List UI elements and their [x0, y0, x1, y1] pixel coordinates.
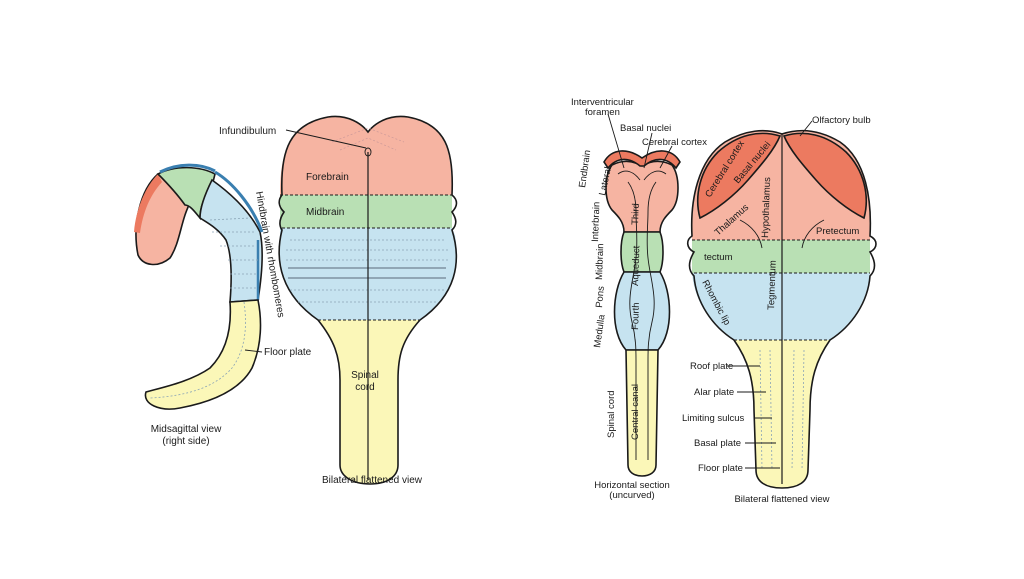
label-fourth: Fourth: [630, 302, 642, 330]
label-limiting-sulcus: Limiting sulcus: [682, 413, 745, 424]
label-right-side: (right side): [162, 436, 209, 447]
label-roof-plate: Roof plate: [690, 361, 733, 372]
label-interbrain: Interbrain: [590, 202, 602, 243]
label-bilateral-right: Bilateral flattened view: [734, 494, 829, 505]
left-midbrain: [280, 195, 452, 228]
label-midbrain-left: Midbrain: [306, 207, 344, 218]
label-central-canal: Central canal: [630, 384, 641, 440]
label-floor-plate-right: Floor plate: [698, 463, 743, 474]
label-endbrain: Endbrain: [577, 149, 593, 188]
label-tegmentum: Tegmentum: [766, 260, 779, 310]
midsagittal-hindbrain: [199, 178, 263, 303]
label-bilateral-left: Bilateral flattened view: [322, 475, 423, 486]
label-alar-plate: Alar plate: [694, 387, 734, 398]
hs-spinal: [625, 349, 659, 477]
label-uncurved: (uncurved): [609, 490, 654, 501]
label-cord: cord: [355, 382, 374, 393]
rb-midbrain: [692, 240, 870, 273]
hs-forebrain: [605, 160, 679, 233]
label-forebrain: Forebrain: [306, 172, 349, 183]
label-horizontal-section: Horizontal section: [594, 480, 670, 491]
label-basal-plate: Basal plate: [694, 438, 741, 449]
label-pretectum: Pretectum: [816, 226, 859, 237]
horizontal-section: Interventricular foramen Basal nuclei Ce…: [571, 97, 707, 501]
label-interventricular: Interventricular: [571, 97, 634, 108]
label-midsagittal-view: Midsagittal view: [151, 424, 222, 435]
label-floor-plate-left: Floor plate: [264, 347, 312, 358]
label-aqueduct: Aqueduct: [630, 245, 642, 286]
rb-cortex-right: [782, 132, 868, 220]
label-spinal: Spinal: [351, 370, 379, 381]
label-foramen: foramen: [585, 107, 620, 118]
rb-cortex-left: [696, 132, 782, 220]
label-hypothalamus: Hypothalamus: [760, 177, 773, 238]
label-third: Third: [630, 203, 642, 225]
label-infundibulum: Infundibulum: [219, 126, 276, 137]
left-spinal: [318, 320, 420, 484]
label-medulla: Medulla: [592, 313, 608, 348]
label-olfactory-bulb: Olfactory bulb: [812, 115, 871, 126]
hs-hindbrain: [613, 271, 671, 351]
midsagittal-telencephalon: [134, 174, 162, 233]
hs-cortex: [603, 150, 681, 170]
label-tectum: tectum: [704, 252, 733, 263]
bilateral-view-left: Infundibulum Forebrain Midbrain Spinal c…: [219, 115, 458, 486]
midsagittal-spinal: [144, 299, 262, 410]
label-cerebral-cortex-hs: Cerebral cortex: [642, 137, 707, 148]
label-basal-nuclei-hs: Basal nuclei: [620, 123, 671, 134]
rb-hindbrain: [692, 273, 870, 340]
label-midbrain-hs: Midbrain: [594, 243, 606, 280]
label-pons: Pons: [594, 285, 607, 308]
label-spinal-cord-hs: Spinal cord: [606, 390, 617, 438]
bilateral-view-right: Olfactory bulb Cerebral cortex Basal nuc…: [682, 115, 877, 505]
